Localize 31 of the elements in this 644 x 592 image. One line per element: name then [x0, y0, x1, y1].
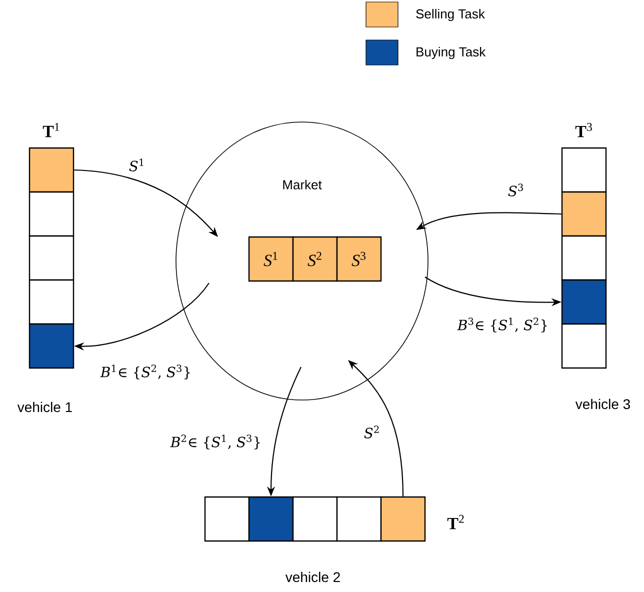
edge-label: S$^{3}$: [506, 182, 526, 198]
edge-label: B$^{3}$∈ {S$^{1}$, S$^{2}$}: [456, 316, 550, 334]
edge-label: S$^{1}$: [128, 158, 146, 172]
edge-label: S$^{2}$: [362, 424, 382, 440]
task-cell: [28, 323, 74, 369]
task-cell: [561, 279, 607, 325]
vehicle-label: vehicle 1: [17, 402, 72, 412]
task-cell: S$^{3}$: [336, 236, 382, 282]
task-cell: [28, 235, 74, 281]
task-cell: [336, 496, 382, 542]
task-cell: [561, 235, 607, 281]
vector-label: T$^{3}$: [575, 122, 592, 138]
task-cell: [561, 191, 607, 237]
task-cell: [561, 147, 607, 193]
task-cell: [561, 323, 607, 369]
vector-label: T$^{1}$: [42, 122, 60, 138]
task-cell: [204, 496, 250, 542]
vehicle-label: vehicle 2: [285, 572, 340, 582]
task-cell: S$^{2}$: [292, 236, 338, 282]
vehicle-label: vehicle 3: [575, 398, 630, 410]
task-cell: [248, 496, 294, 542]
legend-text: Selling Task: [416, 8, 485, 22]
task-cell: S$^{1}$: [248, 236, 294, 282]
task-cell: [292, 496, 338, 542]
edge-label: B$^{2}$∈ {S$^{1}$, S$^{3}$}: [169, 434, 263, 450]
legend-text: Buying Task: [416, 46, 486, 60]
task-cell: [28, 191, 74, 237]
task-cell: [380, 496, 426, 542]
task-cell: [28, 147, 74, 193]
vector-label: T$^{2}$: [447, 514, 464, 530]
task-cell: [28, 279, 74, 325]
